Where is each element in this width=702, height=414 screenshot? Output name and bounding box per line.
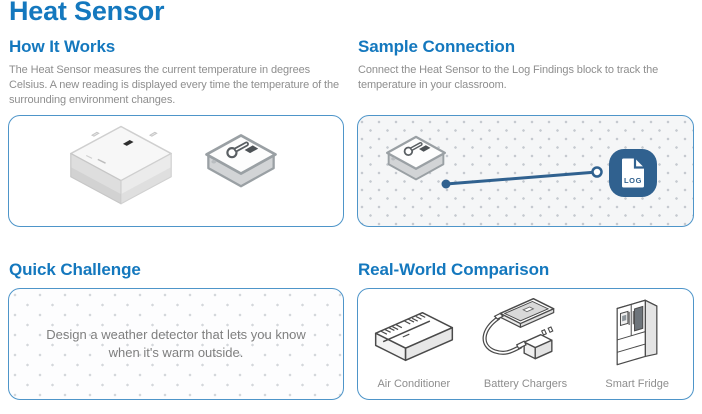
heat-sensor-block-icon xyxy=(378,132,454,203)
real-world-item-battery-chargers: Battery Chargers xyxy=(470,289,582,399)
quick-challenge-heading: Quick Challenge xyxy=(9,260,141,279)
how-it-works-body: The Heat Sensor measures the current tem… xyxy=(9,64,340,106)
real-world-item-air-conditioner: Air Conditioner xyxy=(358,289,470,399)
sample-connection-heading: Sample Connection xyxy=(358,37,515,56)
real-world-item-smart-fridge: Smart Fridge xyxy=(581,289,693,399)
real-world-panel: Air Conditioner Battery Chargers xyxy=(357,288,694,400)
air-conditioner-icon xyxy=(371,306,457,373)
real-world-item-label: Smart Fridge xyxy=(605,378,669,390)
heat-sensor-block-icon xyxy=(195,130,287,213)
quick-challenge-body: Design a weather detector that lets you … xyxy=(46,327,306,360)
sample-connection-canvas: LOG xyxy=(357,115,694,227)
real-world-item-label: Battery Chargers xyxy=(483,378,568,390)
log-document-icon xyxy=(622,158,644,188)
sample-connection-body: Connect the Heat Sensor to the Log Findi… xyxy=(358,64,659,91)
log-block-label: LOG xyxy=(623,176,643,185)
connection-wire-icon xyxy=(441,166,603,189)
log-findings-block: LOG xyxy=(609,149,657,197)
real-world-heading: Real-World Comparison xyxy=(358,260,550,279)
heat-sensor-photo-icon xyxy=(65,122,177,221)
how-it-works-heading: How It Works xyxy=(9,37,116,56)
battery-charger-icon xyxy=(478,294,574,373)
how-it-works-panel xyxy=(8,115,344,227)
smart-fridge-icon xyxy=(606,292,668,373)
real-world-item-label: Air Conditioner xyxy=(377,378,451,390)
page-title: Heat Sensor xyxy=(9,0,165,26)
quick-challenge-panel: Design a weather detector that lets you … xyxy=(8,288,344,400)
